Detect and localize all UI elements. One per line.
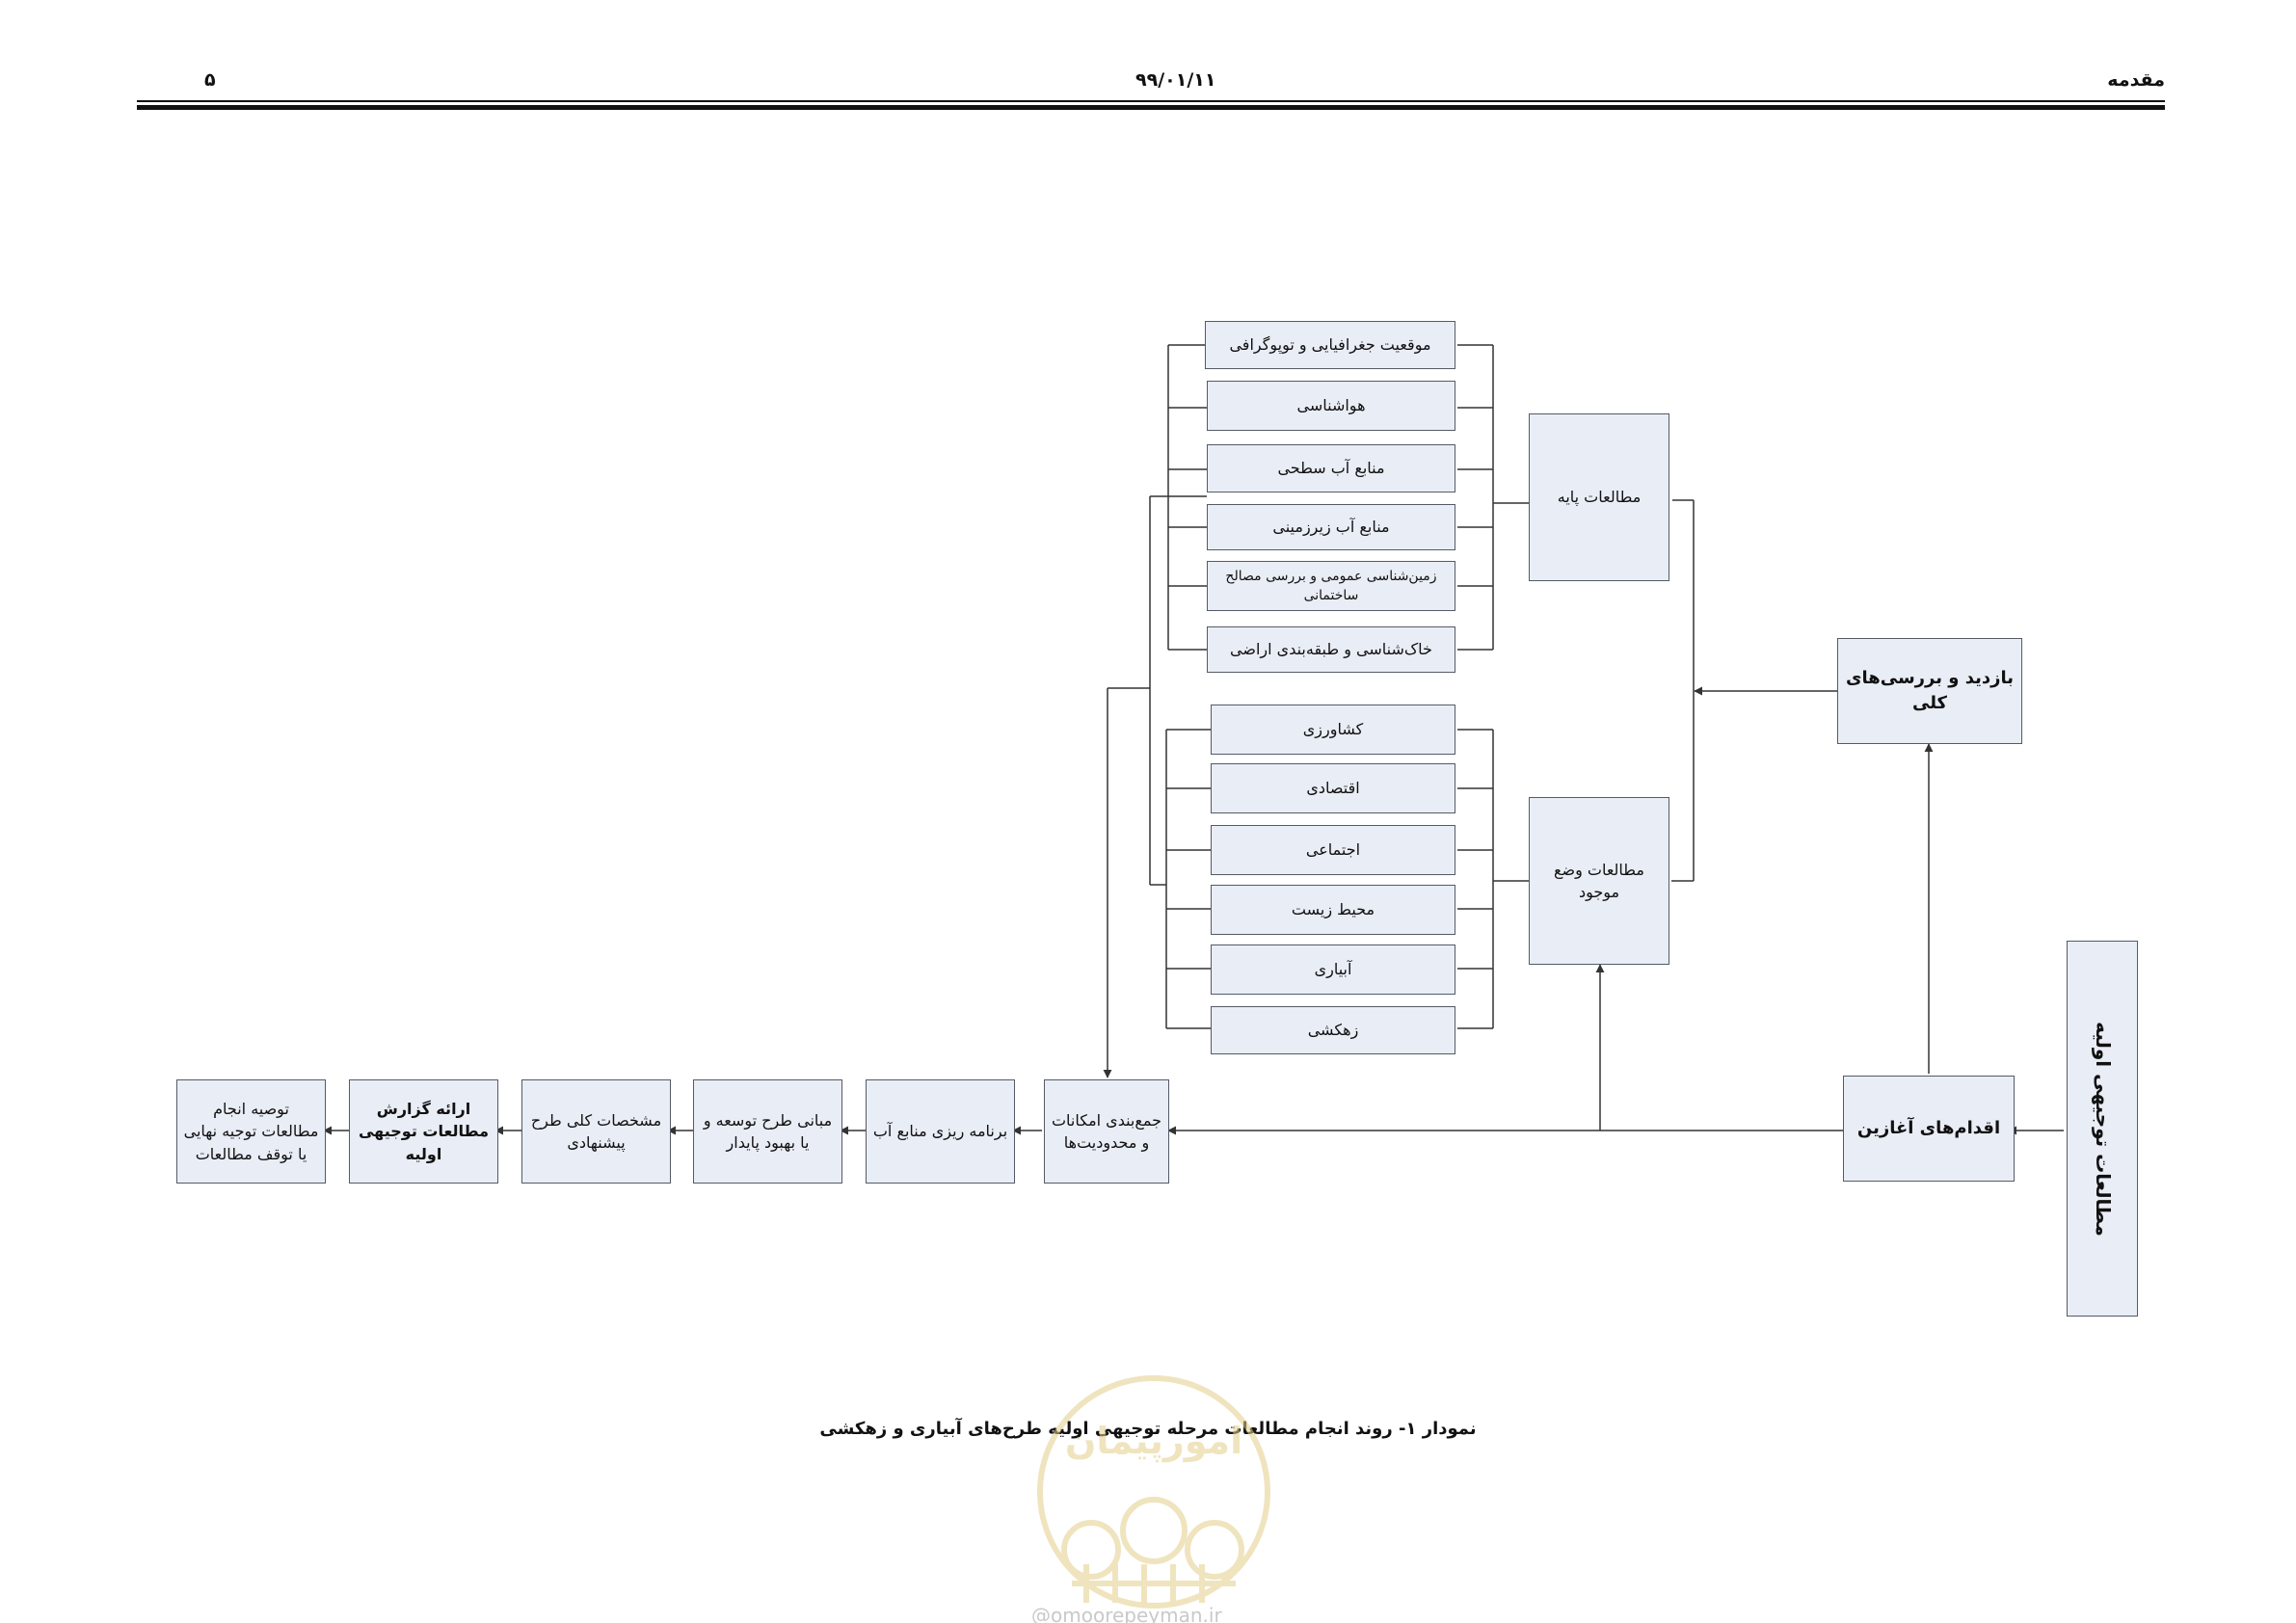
basic-item-geology: زمین‌شناسی عمومی و بررسی مصالح ساختمانی	[1207, 561, 1455, 611]
initial-actions-box: اقدام‌های آغازین	[1843, 1076, 2015, 1182]
step-water-planning-box: برنامه ریزی منابع آب	[866, 1079, 1015, 1184]
watermark-logo: امورپیمان	[1037, 1375, 1270, 1609]
status-item-environment: محیط زیست	[1211, 885, 1455, 935]
step-summary-box: جمع‌بندی امکانات و محدودیت‌ها	[1044, 1079, 1169, 1184]
basic-item-surface-water: منابع آب سطحی	[1207, 444, 1455, 492]
status-item-social: اجتماعی	[1211, 825, 1455, 875]
watermark-url: @omoorepeyman.ir	[1031, 1604, 1222, 1623]
diagram-caption: نمودار ۱- روند انجام مطالعات مرحله توجیه…	[819, 1419, 1477, 1439]
step-recommendation-box: توصیه انجام مطالعات توجیه نهایی یا توقف …	[176, 1079, 326, 1184]
status-item-drainage: زهکشی	[1211, 1006, 1455, 1054]
prelim-studies-label: مطالعات توجیهی اولیه	[2091, 1021, 2115, 1237]
basic-item-meteorology: هواشناسی	[1207, 381, 1455, 431]
basic-studies-box: مطالعات پایه	[1529, 413, 1669, 581]
step-report-box: ارائه گزارش مطالعات توجیهی اولیه	[349, 1079, 498, 1184]
basic-item-groundwater: منابع آب زیرزمینی	[1207, 504, 1455, 550]
step-proposed-plan-box: مشخصات کلی طرح پیشنهادی	[521, 1079, 671, 1184]
status-item-agriculture: کشاورزی	[1211, 705, 1455, 755]
page-number: ۵	[204, 69, 216, 91]
status-item-economic: اقتصادی	[1211, 763, 1455, 813]
existing-status-box: مطالعات وضع موجود	[1529, 797, 1669, 965]
basic-item-soil: خاک‌شناسی و طبقه‌بندی اراضی	[1207, 626, 1455, 673]
basic-item-geography: موقعیت جغرافیایی و توپوگرافی	[1205, 321, 1455, 369]
prelim-studies-box: مطالعات توجیهی اولیه	[2067, 941, 2138, 1317]
general-visits-box: بازدید و بررسی‌های کلی	[1837, 638, 2022, 744]
step-development-basis-box: مبانی طرح توسعه و یا بهبود پایدار	[693, 1079, 842, 1184]
header-rule-thick	[137, 105, 2165, 110]
status-item-irrigation: آبیاری	[1211, 945, 1455, 995]
header-rule-thin	[137, 100, 2165, 102]
section-title: مقدمه	[2107, 69, 2165, 91]
watermark-logo-text: امورپیمان	[1065, 1420, 1242, 1462]
document-date: ۹۹/۰۱/۱۱	[1135, 69, 1216, 91]
